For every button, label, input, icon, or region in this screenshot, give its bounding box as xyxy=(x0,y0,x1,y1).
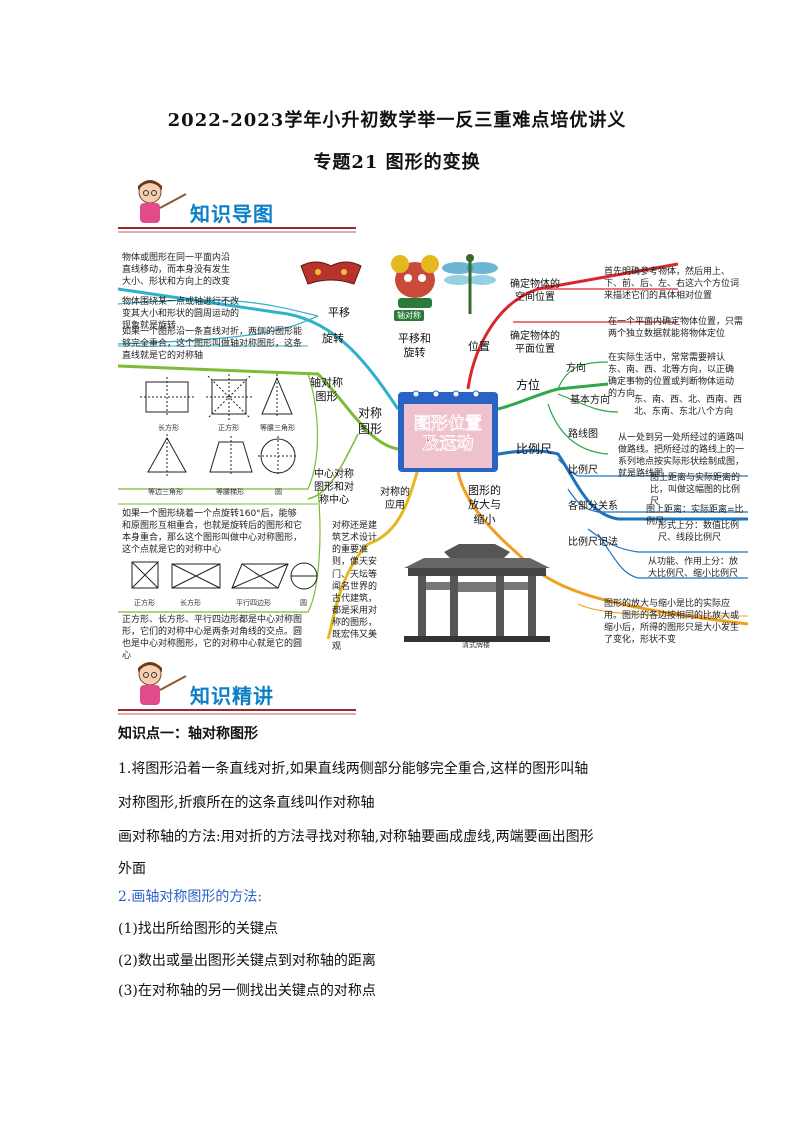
mindmap-banner-label: 知识导图 xyxy=(190,202,274,226)
paragraph-3: 2.画轴对称图形的方法: xyxy=(118,889,263,905)
note-rotation: 物体围绕某一点或轴进行不改变其大小和形状的圆周运动的现象就是旋转 xyxy=(122,297,240,332)
document-subtitle: 专题21 图形的变换 xyxy=(313,152,481,173)
note-axis: 如果一个图形沿一条直线对折，两侧的图形能够完全重合，这个图形叫做轴对称图形，这条… xyxy=(122,327,303,362)
node-rotation: 旋转 xyxy=(322,332,344,345)
shape2-caption-2: 平行四边形 xyxy=(236,599,271,607)
document-title: 2022-2023学年小升初数学举一反三重难点培优讲义 xyxy=(167,110,627,131)
gate-caption: 清式牌楼 xyxy=(462,641,490,649)
axis-symmetric-shapes xyxy=(140,374,298,476)
decor-dragonfly-icon xyxy=(442,254,498,314)
note-center2: 正方形、长方形、平行四边形都是中心对称图形，它们的对称中心是两条对角线的交点。圆… xyxy=(122,615,303,662)
note-notation2: 从功能、作用上分：放大比例尺、缩小比例尺 xyxy=(648,557,739,580)
center-title: 图形位置 及运动 xyxy=(414,414,482,455)
shape-caption-5: 圆 xyxy=(275,488,282,496)
section-title: 知识点一：轴对称图形 xyxy=(118,726,258,742)
note-app: 对称还是建筑艺术设计的重要准则，像天安门、天坛等闻名世界的古代建筑，都是采用对称… xyxy=(332,521,378,653)
center-card: 图形位置 及运动 xyxy=(396,388,500,474)
shape-caption-1: 正方形 xyxy=(218,424,239,432)
shape-caption-3: 等边三角形 xyxy=(148,488,183,496)
step-2: (2)数出或量出图形关键点到对称轴的距离 xyxy=(118,953,376,969)
center-symmetric-shapes xyxy=(131,561,318,590)
step-1: (1)找出所给图形的关键点 xyxy=(118,921,278,937)
mindmap-banner: 知识导图 xyxy=(118,180,356,233)
step-3: (3)在对称轴的另一侧找出关键点的对称点 xyxy=(118,983,376,999)
node-symmetric: 对称 图形 xyxy=(358,406,383,436)
lecture-banner-label: 知识精讲 xyxy=(190,684,274,708)
note-zoom: 图形的放大与缩小是比的实际应用。图形的各边按相同的比放大或缩小后，所得的图形只是… xyxy=(604,599,740,646)
note-parts: 图上距离：实际距离=比例尺 xyxy=(646,505,744,528)
decor-mascot-icon xyxy=(391,255,439,308)
node-direction: 方位 xyxy=(516,378,541,392)
note-basic-dir: 东、南、西、北、西南、西北、东南、东北八个方向 xyxy=(634,395,743,418)
node-axis-symmetric: 轴对称 图形 xyxy=(310,376,343,404)
note-notation1: 形式上分：数值比例尺、线段比例尺 xyxy=(658,521,740,544)
axis-symmetric-badge: 轴对称 xyxy=(394,310,424,321)
shape-caption-2: 等腰三角形 xyxy=(260,424,295,432)
node-position: 位置 xyxy=(468,340,490,353)
node-symmetric-app: 对称的 应用 xyxy=(380,487,410,511)
node-space-position: 确定物体的 空间位置 xyxy=(510,279,560,303)
note-center: 如果一个图形绕着一个点旋转160°后，能够和原图形互相重合，也就是旋转后的图形和… xyxy=(122,509,303,556)
node-scale: 比例尺 xyxy=(516,442,553,456)
paragraph-2-line-1: 画对称轴的方法:用对折的方法寻找对称轴,对称轴要画成虚线,两端要画出图形 xyxy=(118,829,594,845)
node-translation-rotation: 平移和 旋转 xyxy=(398,332,431,360)
decor-mask-icon xyxy=(300,261,362,285)
paragraph-1-line-2: 对称图形,折痕所在的这条直线叫作对称轴 xyxy=(118,795,375,811)
shape2-caption-3: 圆 xyxy=(300,599,307,607)
note-space: 首先明确参考物体，然后用上、下、前、后、左、右这六个方位词来描述它们的具体相对位… xyxy=(604,267,740,302)
paragraph-2-line-2: 外面 xyxy=(118,861,146,877)
note-translation: 物体或图形在同一平面内沿直线移动，而本身没有发生大小、形状和方向上的改变 xyxy=(122,253,231,288)
node-route-map: 路线图 xyxy=(568,429,598,440)
node-scale-item: 比例尺 xyxy=(568,465,598,476)
teacher-icon xyxy=(138,662,187,705)
node-plane-position: 确定物体的 平面位置 xyxy=(510,331,560,355)
note-scale-item: 图上距离与实际距离的比，叫做这幅图的比例尺 xyxy=(650,473,741,508)
note-dir: 在实际生活中，常常需要辨认东、南、西、北等方向，以正确确定事物的位置或判断物体运… xyxy=(608,353,735,400)
mindmap: 物体或图形在同一平面内沿直线移动，而本身没有发生大小、形状和方向上的改变 物体围… xyxy=(118,244,748,661)
calendar-card-icon xyxy=(398,390,498,472)
decor-gate-icon xyxy=(404,544,550,642)
shape-caption-0: 长方形 xyxy=(158,424,179,432)
node-scale-notation: 比例尺记法 xyxy=(568,537,618,548)
node-zoom: 图形的 放大与 缩小 xyxy=(468,484,501,526)
lecture-banner: 知识精讲 xyxy=(118,662,358,715)
banner-underline xyxy=(118,709,356,715)
node-dir: 方向 xyxy=(566,363,586,374)
note-route: 从一处到另一处所经过的道路叫做路线。把所经过的路线上的一系列地点按实际形状绘制成… xyxy=(618,433,745,480)
node-parts: 各部分关系 xyxy=(568,501,618,512)
shape2-caption-1: 长方形 xyxy=(180,599,201,607)
node-translation: 平移 xyxy=(328,306,350,319)
banner-underline xyxy=(118,227,356,233)
teacher-icon xyxy=(138,180,187,223)
note-plane: 在一个平面内确定物体位置，只需两个独立数据就能将物体定位 xyxy=(608,317,744,340)
paragraph-1-line-1: 1.将图形沿着一条直线对折,如果直线两侧部分能够完全重合,这样的图形叫轴 xyxy=(118,761,589,777)
shape2-caption-0: 正方形 xyxy=(134,599,155,607)
node-center-symmetric: 中心对称 图形和对 称中心 xyxy=(314,469,354,506)
shape-caption-4: 等腰梯形 xyxy=(216,488,244,496)
node-basic-dir: 基本方向 xyxy=(570,395,610,406)
